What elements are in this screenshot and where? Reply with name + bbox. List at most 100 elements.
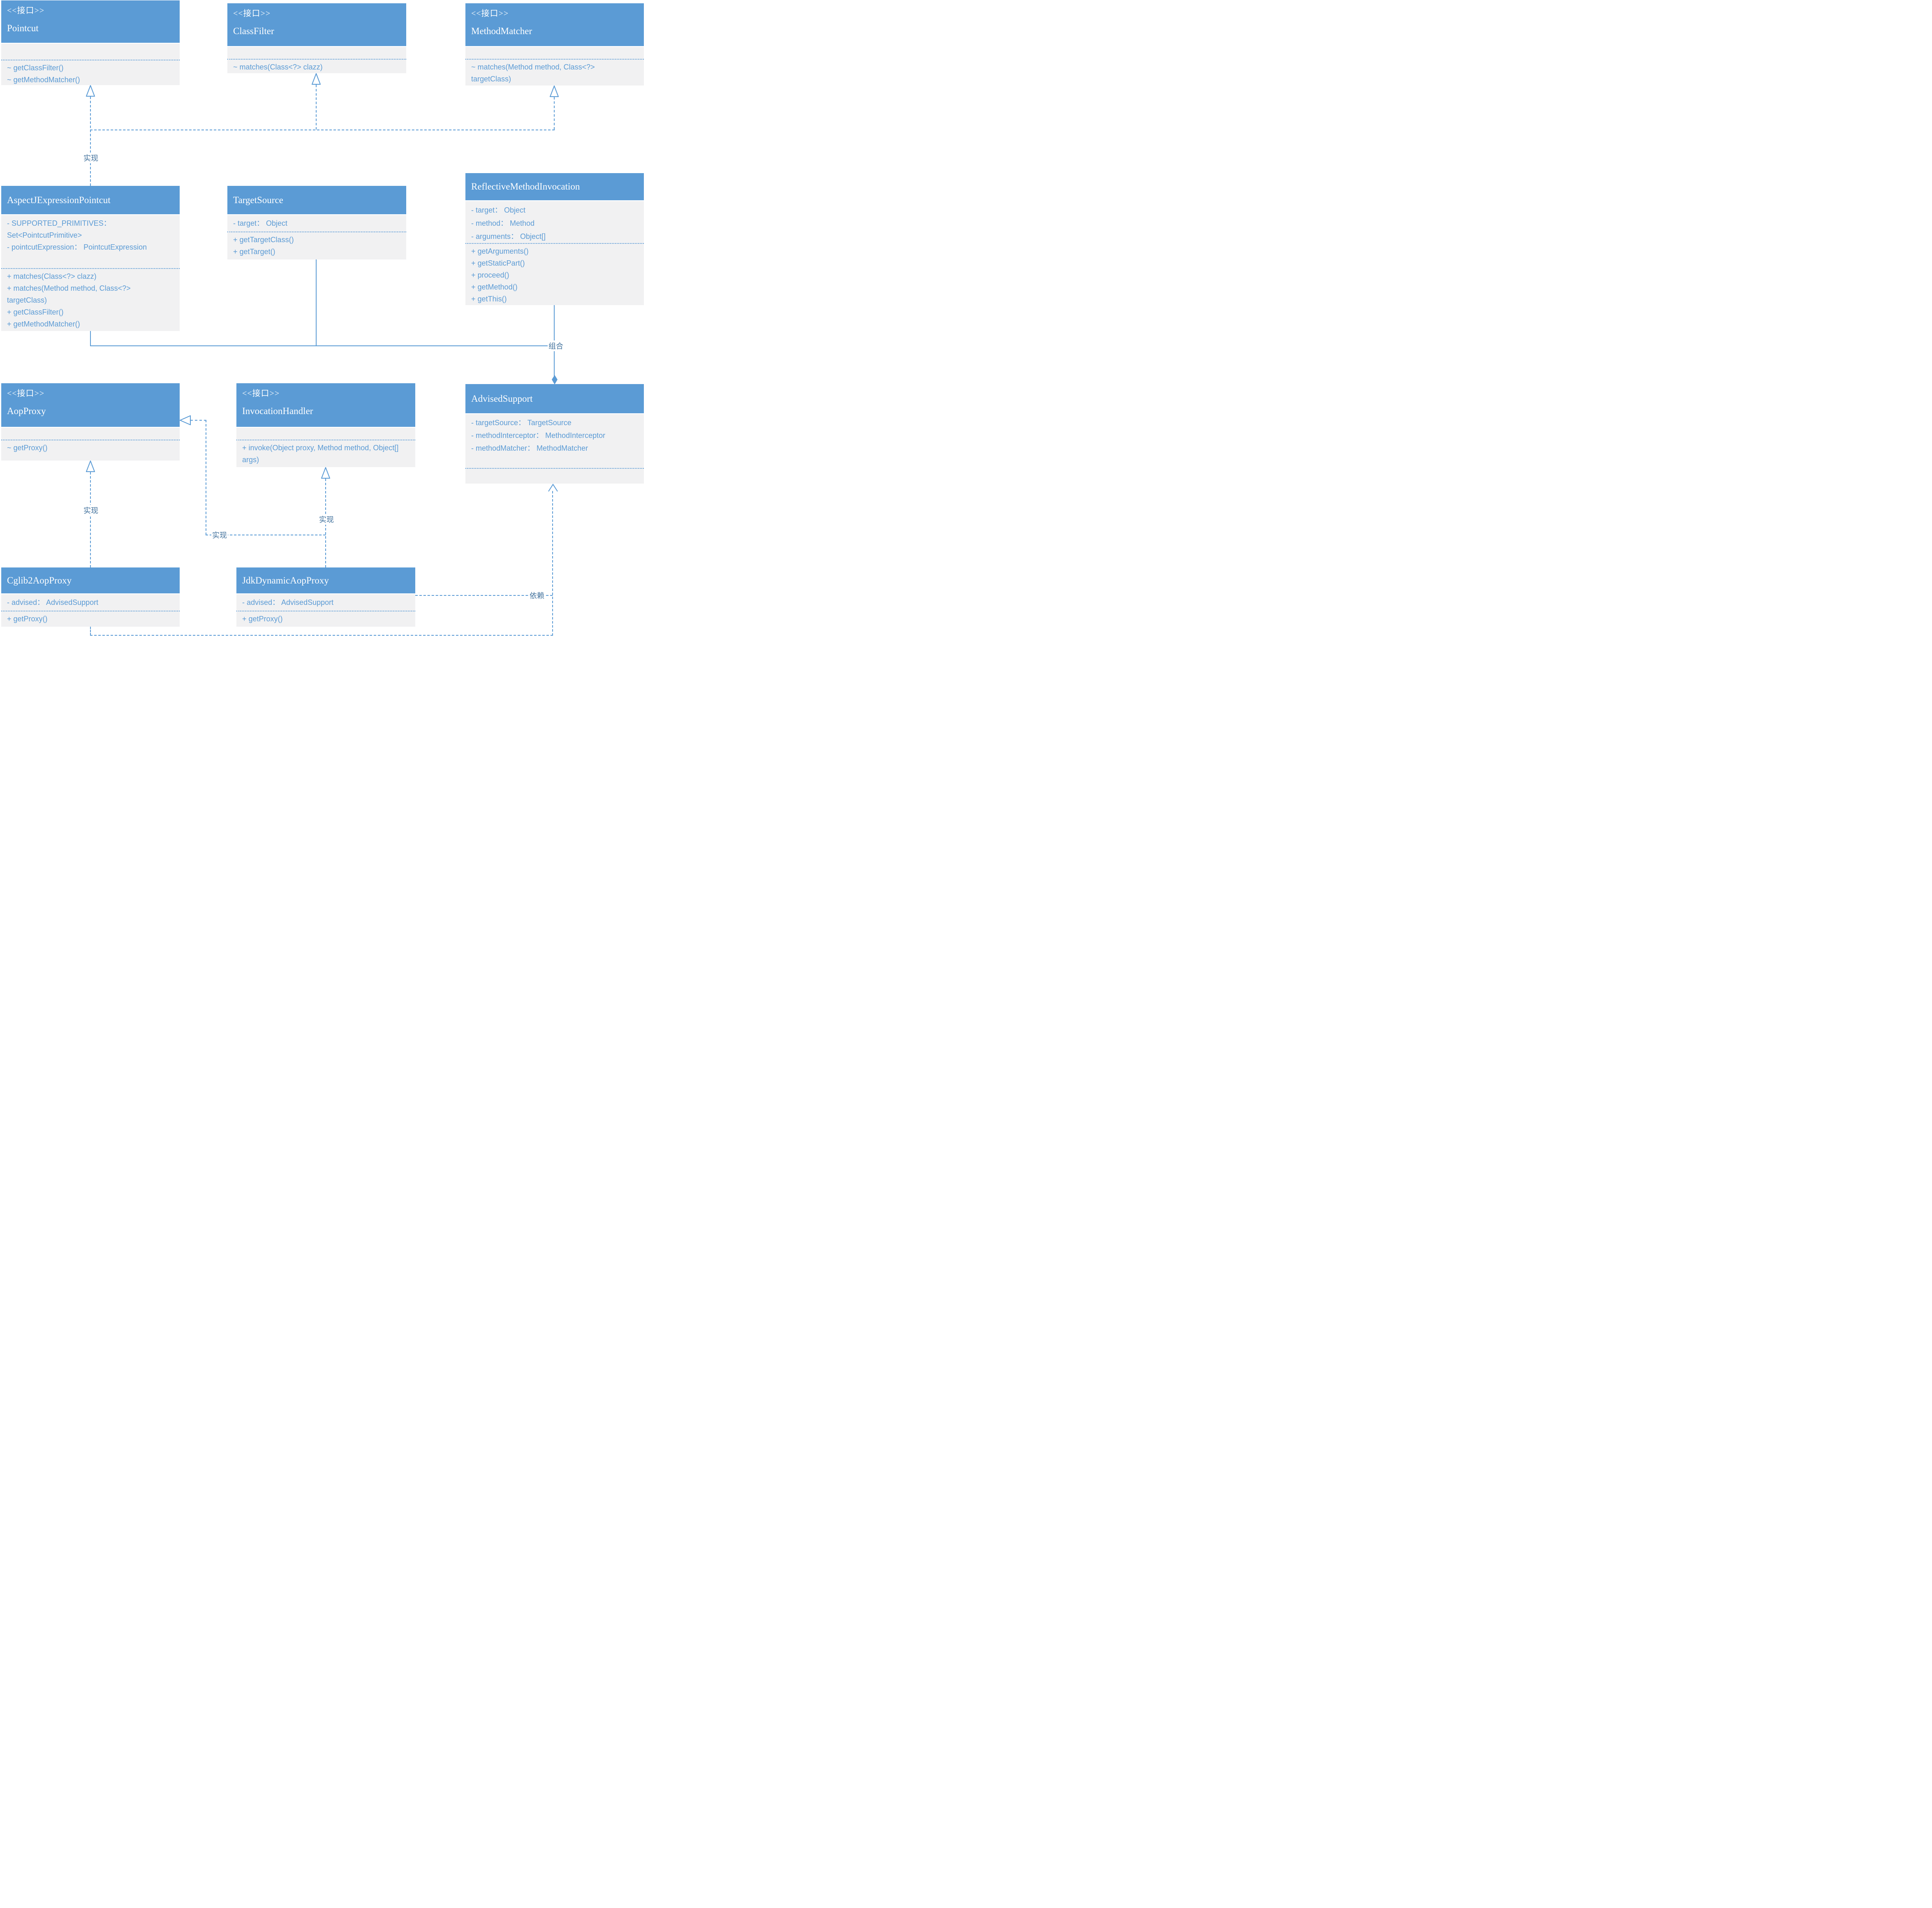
attributes-section: - target： Object <box>227 215 406 232</box>
attributes-section <box>236 428 415 440</box>
class-body: + invoke(Object proxy, Method method, Ob… <box>236 428 415 467</box>
methods-section: + getProxy() <box>236 611 415 627</box>
stereotype-label: <<接口>> <box>242 389 280 398</box>
class-name: Cglib2AopProxy <box>7 575 72 586</box>
method-line: + getTarget() <box>233 248 275 256</box>
stereotype-label: <<接口>> <box>7 389 45 398</box>
dependency-arrow-icon <box>548 484 558 492</box>
attributes-section: - target： Object - method： Method - argu… <box>465 201 644 244</box>
class-box-advisedsupport: AdvisedSupport - targetSource： TargetSou… <box>465 384 644 484</box>
class-body: - SUPPORTED_PRIMITIVES： Set<PointcutPrim… <box>1 215 180 331</box>
attribute-line: - advised： AdvisedSupport <box>242 598 334 607</box>
edge-label-realize: 实现 <box>318 514 335 525</box>
realization-triangle-icon <box>86 84 95 97</box>
edge-label-depend: 依赖 <box>529 590 545 601</box>
attributes-section: - advised： AdvisedSupport <box>236 594 415 611</box>
class-box-cglib2aopproxy: Cglib2AopProxy - advised： AdvisedSupport… <box>1 567 180 627</box>
attributes-section <box>1 44 180 60</box>
class-box-pointcut: <<接口>> Pointcut ~ getClassFilter() ~ get… <box>1 0 180 85</box>
class-name: MethodMatcher <box>471 26 532 36</box>
class-header: JdkDynamicAopProxy <box>236 567 415 593</box>
attribute-line: - target： Object <box>233 219 288 227</box>
depend-edge-bottom-horizontal <box>90 635 553 636</box>
class-header: ReflectiveMethodInvocation <box>465 173 644 200</box>
realization-triangle-icon <box>86 460 95 472</box>
method-line: ~ getClassFilter() <box>7 64 64 72</box>
attribute-line: - target： Object <box>471 206 526 214</box>
attributes-section <box>227 47 406 60</box>
class-box-aspectjexpressionpointcut: AspectJExpressionPointcut - SUPPORTED_PR… <box>1 186 180 331</box>
class-box-classfilter: <<接口>> ClassFilter ~ matches(Class<?> cl… <box>227 3 406 73</box>
method-line: + getTargetClass() <box>233 236 294 244</box>
class-box-jdkdynamicaopproxy: JdkDynamicAopProxy - advised： AdvisedSup… <box>236 567 415 627</box>
compose-edge-targetsource-vertical <box>316 259 317 345</box>
attribute-line: - pointcutExpression： PointcutExpression <box>7 243 147 251</box>
composition-diamond-icon <box>551 375 558 384</box>
realization-triangle-icon <box>549 85 559 97</box>
class-name: ReflectiveMethodInvocation <box>471 181 580 192</box>
class-body: ~ getProxy() <box>1 428 180 461</box>
class-box-reflectivemethodinvocation: ReflectiveMethodInvocation - target： Obj… <box>465 173 644 305</box>
realize-edge-classfilter-vertical <box>316 85 317 130</box>
methods-section: ~ getClassFilter() ~ getMethodMatcher() <box>1 60 180 85</box>
edge-label-realize: 实现 <box>83 505 99 516</box>
class-body: - advised： AdvisedSupport + getProxy() <box>1 594 180 627</box>
class-body: ~ matches(Method method, Class<?> target… <box>465 47 644 86</box>
uml-class-diagram: <<接口>> Pointcut ~ getClassFilter() ~ get… <box>0 0 644 636</box>
class-header: Cglib2AopProxy <box>1 567 180 593</box>
class-box-methodmatcher: <<接口>> MethodMatcher ~ matches(Method me… <box>465 3 644 86</box>
method-line: + getMethod() <box>471 283 518 291</box>
methods-section: + invoke(Object proxy, Method method, Ob… <box>236 440 415 467</box>
realization-triangle-left-icon <box>179 415 191 426</box>
attribute-line: - SUPPORTED_PRIMITIVES： Set<PointcutPrim… <box>7 219 111 239</box>
attributes-section <box>465 47 644 60</box>
depend-edge-jdk-horizontal <box>415 595 553 596</box>
attribute-line: - arguments： Object[] <box>471 232 546 241</box>
realization-triangle-icon <box>321 466 331 479</box>
class-name: TargetSource <box>233 195 283 205</box>
attributes-section: - SUPPORTED_PRIMITIVES： Set<PointcutPrim… <box>1 215 180 269</box>
class-header: AspectJExpressionPointcut <box>1 186 180 214</box>
methods-section: + getProxy() <box>1 611 180 627</box>
stereotype-label: <<接口>> <box>7 6 45 15</box>
method-line: + getMethodMatcher() <box>7 320 80 328</box>
class-name: ClassFilter <box>233 26 274 36</box>
class-header: TargetSource <box>227 186 406 214</box>
method-line: ~ getMethodMatcher() <box>7 76 80 84</box>
methods-section: ~ matches(Method method, Class<?> target… <box>465 60 644 86</box>
class-body: - targetSource： TargetSource - methodInt… <box>465 414 644 484</box>
class-header: <<接口>> MethodMatcher <box>465 3 644 46</box>
class-name: JdkDynamicAopProxy <box>242 575 329 586</box>
depend-edge-vertical <box>552 491 553 636</box>
method-line: + getProxy() <box>242 615 283 623</box>
compose-edge-horizontal <box>90 345 555 346</box>
class-body: - advised： AdvisedSupport + getProxy() <box>236 594 415 627</box>
method-line: + getStaticPart() <box>471 259 525 267</box>
method-line: + getClassFilter() <box>7 308 64 316</box>
method-line: + matches(Method method, Class<?> target… <box>7 284 131 304</box>
method-line: ~ matches(Method method, Class<?> target… <box>471 63 595 83</box>
realization-triangle-icon <box>311 72 321 85</box>
edge-label-realize: 实现 <box>83 153 99 163</box>
edge-label-compose: 组合 <box>548 340 564 351</box>
class-name: Pointcut <box>7 23 39 33</box>
class-name: InvocationHandler <box>242 406 313 416</box>
class-name: AspectJExpressionPointcut <box>7 195 111 205</box>
class-header: AdvisedSupport <box>465 384 644 413</box>
depend-edge-cglib-stub <box>90 627 91 635</box>
realize-edge-methodmatcher-vertical <box>554 97 555 130</box>
attribute-line: - method： Method <box>471 219 535 227</box>
class-box-targetsource: TargetSource - target： Object + getTarge… <box>227 186 406 259</box>
attribute-line: - methodInterceptor： MethodInterceptor <box>471 431 606 440</box>
attributes-section: - advised： AdvisedSupport <box>1 594 180 611</box>
class-name: AdvisedSupport <box>471 393 533 404</box>
methods-section: + getTargetClass() + getTarget() <box>227 232 406 259</box>
method-line: + proceed() <box>471 271 509 279</box>
attribute-line: - advised： AdvisedSupport <box>7 598 99 607</box>
edge-label-realize: 实现 <box>211 530 228 540</box>
method-line: ~ getProxy() <box>7 444 48 452</box>
class-header: <<接口>> ClassFilter <box>227 3 406 46</box>
method-line: + matches(Class<?> clazz) <box>7 272 97 280</box>
class-body: - target： Object + getTargetClass() + ge… <box>227 215 406 259</box>
class-body: - target： Object - method： Method - argu… <box>465 201 644 305</box>
